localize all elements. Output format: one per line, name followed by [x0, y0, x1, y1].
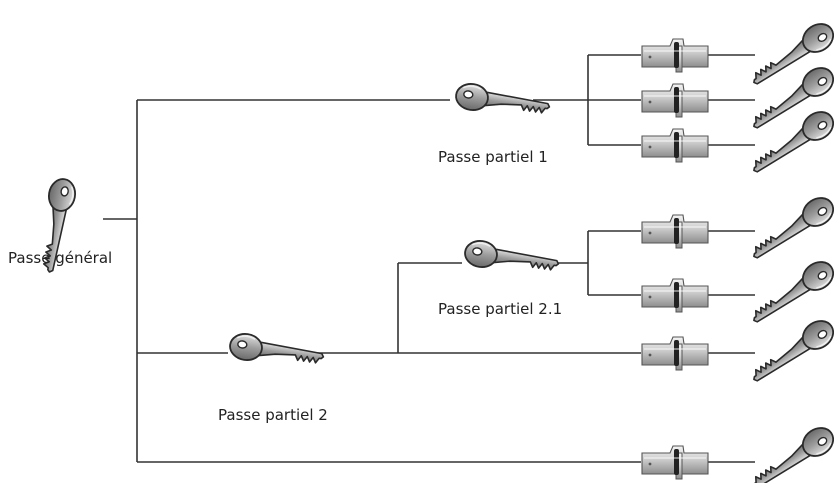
user-key-icons: [745, 17, 834, 483]
user-key-icon: [745, 421, 834, 483]
lock-cylinder-icon: [641, 83, 709, 118]
partial-2-key-icon: [227, 330, 326, 372]
user-key-icon: [745, 105, 834, 182]
lock-cylinder-icon: [641, 336, 709, 371]
lock-cylinder-icon: [641, 445, 709, 480]
partial-1-label: Passe partiel 1: [438, 148, 548, 166]
user-key-icon: [745, 314, 834, 391]
user-key-icon: [745, 191, 834, 268]
master-key-label: Passe général: [8, 249, 113, 267]
partial-2-1-label: Passe partiel 2.1: [438, 300, 563, 318]
connector-lines: [103, 54, 755, 463]
partial-2-label: Passe partiel 2: [218, 406, 328, 424]
lock-cylinder-icon: [641, 278, 709, 313]
partial-2-1-key-icon: [462, 237, 561, 279]
lock-cylinder-icon: [641, 128, 709, 163]
lock-cylinder-icon: [641, 38, 709, 73]
lock-cylinder-icon: [641, 214, 709, 249]
partial-1-key-icon: [453, 80, 552, 122]
cylinder-icons: [641, 38, 709, 480]
user-key-icon: [745, 255, 834, 332]
